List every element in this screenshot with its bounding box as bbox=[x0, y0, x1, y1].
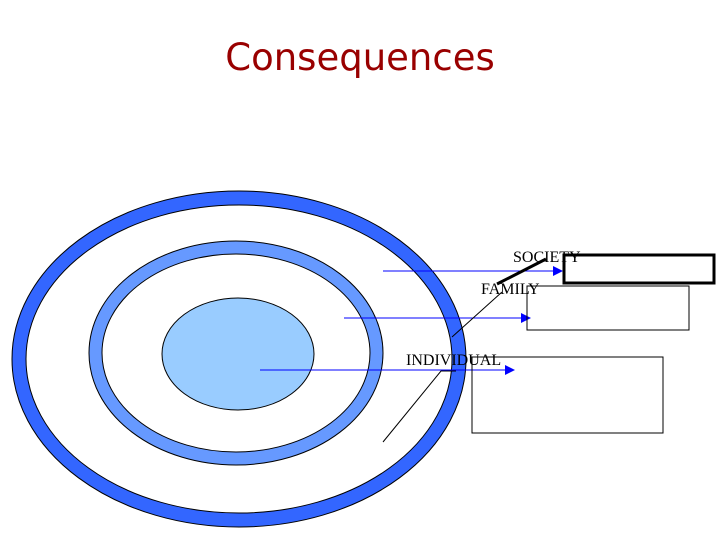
slide-title: Consequences bbox=[225, 36, 495, 79]
family-label: FAMILY bbox=[481, 281, 540, 298]
individual-label: INDIVIDUAL bbox=[406, 352, 501, 369]
individual-circle bbox=[161, 297, 315, 411]
family-box bbox=[526, 285, 690, 331]
society-box bbox=[562, 253, 716, 285]
society-label: SOCIETY bbox=[513, 249, 581, 266]
individual-leader-line bbox=[382, 370, 456, 443]
individual-box bbox=[471, 356, 664, 434]
society-leader-line bbox=[496, 257, 547, 286]
family-leader-line bbox=[451, 291, 503, 338]
